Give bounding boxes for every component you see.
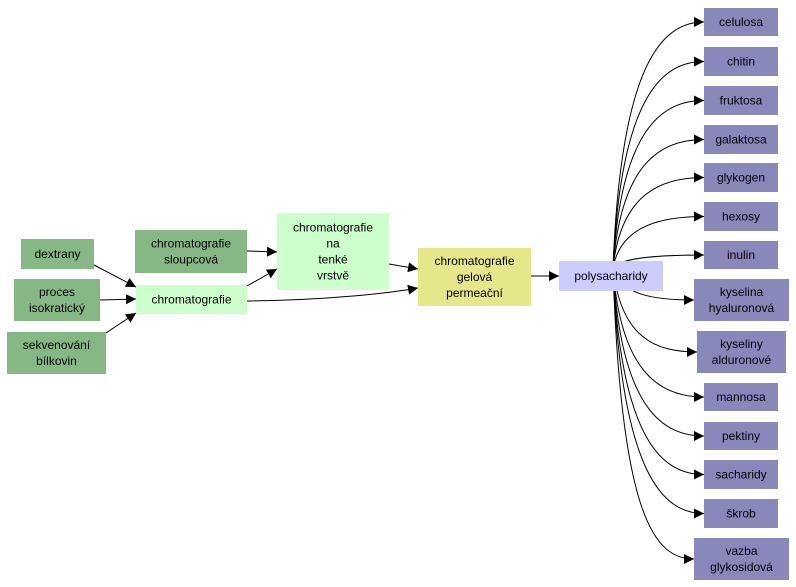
node-label-line: permeační <box>446 286 503 300</box>
node-label-line: sekvenování <box>23 338 91 352</box>
node-chromatografie-sloupcova: chromatografie sloupcová <box>135 230 247 273</box>
node-label-line: hexosy <box>722 210 760 224</box>
node-box <box>704 8 778 36</box>
node-label-line: kyselina <box>720 285 764 299</box>
node-label-line: glykosidová <box>710 560 773 574</box>
node-label-line: kyseliny <box>720 337 763 351</box>
node-label-line: vrstvě <box>317 269 349 283</box>
node-box <box>704 86 778 115</box>
edge-proces-isokraticky-to-chromatografie <box>99 294 137 305</box>
node-box <box>704 47 778 76</box>
edge-dextrany-to-chromatografie <box>93 264 137 288</box>
node-chromatografie-na-tenke-vrstve: chromatografie na tenké vrstvě <box>277 213 389 290</box>
node-kyseliny-alduronove: kyseliny alduronové <box>697 331 786 373</box>
edge-chromatografie-sloupcova-to-chromatografie-na-tenke-vrstve <box>246 246 278 257</box>
edge-polysacharidy-to-pektiny <box>612 267 705 441</box>
node-label-line: chromatografie <box>434 254 514 268</box>
node-label-line: škrob <box>726 507 756 521</box>
node-box <box>704 241 778 269</box>
node-label-line: chromatografie <box>151 237 231 251</box>
node-polysacharidy: polysacharidy <box>559 261 663 291</box>
node-box <box>418 248 531 306</box>
node-label-line: polysacharidy <box>574 269 647 283</box>
node-box <box>704 163 778 192</box>
node-dextrany: dextrany <box>21 239 94 269</box>
node-label-line: chitin <box>727 55 755 69</box>
node-box <box>704 202 778 231</box>
node-label-line: pektiny <box>722 429 760 443</box>
nodes-layer: dextrany proces isokratický sekvenování bílk… <box>7 8 789 580</box>
node-label-line: fruktosa <box>720 94 763 108</box>
node-sacharidy: sacharidy <box>704 460 778 489</box>
node-label-line: celulosa <box>719 15 763 29</box>
edge-polysacharidy-to-sacharidy <box>612 267 705 480</box>
node-label-line: sloupcová <box>164 253 218 267</box>
edge-polysacharidy-to-vazba-glykosidova <box>612 267 695 564</box>
node-box <box>559 261 663 291</box>
node-box <box>704 125 778 154</box>
node-box <box>136 285 247 314</box>
node-chitin: chitin <box>704 47 778 76</box>
node-kyselina-hyaluronova: kyselina hyaluronová <box>694 279 789 321</box>
node-box <box>704 460 778 489</box>
edges-layer <box>93 17 705 564</box>
node-chromatografie: chromatografie <box>136 285 247 314</box>
edge-chromatografie-na-tenke-vrstve-to-chromatografie-gelova-permeacni <box>388 262 419 273</box>
node-celulosa: celulosa <box>704 8 778 36</box>
node-inulin: inulin <box>704 241 778 269</box>
node-chromatografie-gelova-permeacni: chromatografie gelová permeační <box>418 248 531 306</box>
node-label-line: mannosa <box>716 390 766 404</box>
edge-polysacharidy-to-mannosa <box>612 267 705 402</box>
edge-polysacharidy-to-celulosa <box>612 17 705 269</box>
node-label-line: inulin <box>727 248 755 262</box>
node-label-line: chromatografie <box>293 221 373 235</box>
node-vazba-glykosidova: vazba glykosidová <box>694 538 789 580</box>
node-label-line: bílkovin <box>36 354 77 368</box>
edge-polysacharidy-to-hexosy <box>612 211 705 269</box>
node-label-line: chromatografie <box>151 293 231 307</box>
node-pektiny: pektiny <box>704 422 778 450</box>
node-label-line: gelová <box>457 270 493 284</box>
node-box <box>135 230 247 273</box>
node-box <box>14 279 100 321</box>
node-label-line: tenké <box>318 253 348 267</box>
edge-polysacharidy-to-glykogen <box>612 172 705 269</box>
node-label-line: alduronové <box>712 353 772 367</box>
node-fruktosa: fruktosa <box>704 86 778 115</box>
node-box <box>277 213 389 290</box>
edge-sekvenovani-bilkovin-to-chromatografie <box>105 312 137 334</box>
edge-chromatografie-to-chromatografie-gelova-permeacni <box>246 284 419 302</box>
node-label-line: hyaluronová <box>709 301 775 315</box>
node-label-line: dextrany <box>34 247 80 261</box>
node-label-line: isokratický <box>29 301 85 315</box>
node-glykogen: glykogen <box>704 163 778 192</box>
edge-polysacharidy-to-chitin <box>612 56 705 269</box>
node-label-line: glykogen <box>717 171 765 185</box>
node-label-line: na <box>326 237 340 251</box>
node-sekvenovani-bilkovin: sekvenování bílkovin <box>7 332 106 374</box>
edge-polysacharidy-to-galaktosa <box>612 134 705 269</box>
edge-polysacharidy-to-skrob <box>612 267 705 519</box>
node-skrob: škrob <box>704 499 778 528</box>
node-hexosy: hexosy <box>704 202 778 231</box>
node-galaktosa: galaktosa <box>704 125 778 154</box>
node-mannosa: mannosa <box>704 383 778 411</box>
edge-polysacharidy-to-fruktosa <box>612 95 705 269</box>
node-box <box>21 239 94 269</box>
node-label-line: proces <box>39 285 75 299</box>
node-label-line: sacharidy <box>715 468 766 482</box>
edge-chromatografie-to-chromatografie-na-tenke-vrstve <box>246 268 278 287</box>
node-label-line: vazba <box>725 544 757 558</box>
node-box <box>704 499 778 528</box>
node-box <box>694 279 789 321</box>
node-label-line: galaktosa <box>715 133 767 147</box>
node-proces-isokraticky: proces isokratický <box>14 279 100 321</box>
node-box <box>7 332 106 374</box>
node-box <box>704 383 778 411</box>
node-box <box>704 422 778 450</box>
node-box <box>694 538 789 580</box>
node-box <box>697 331 786 373</box>
